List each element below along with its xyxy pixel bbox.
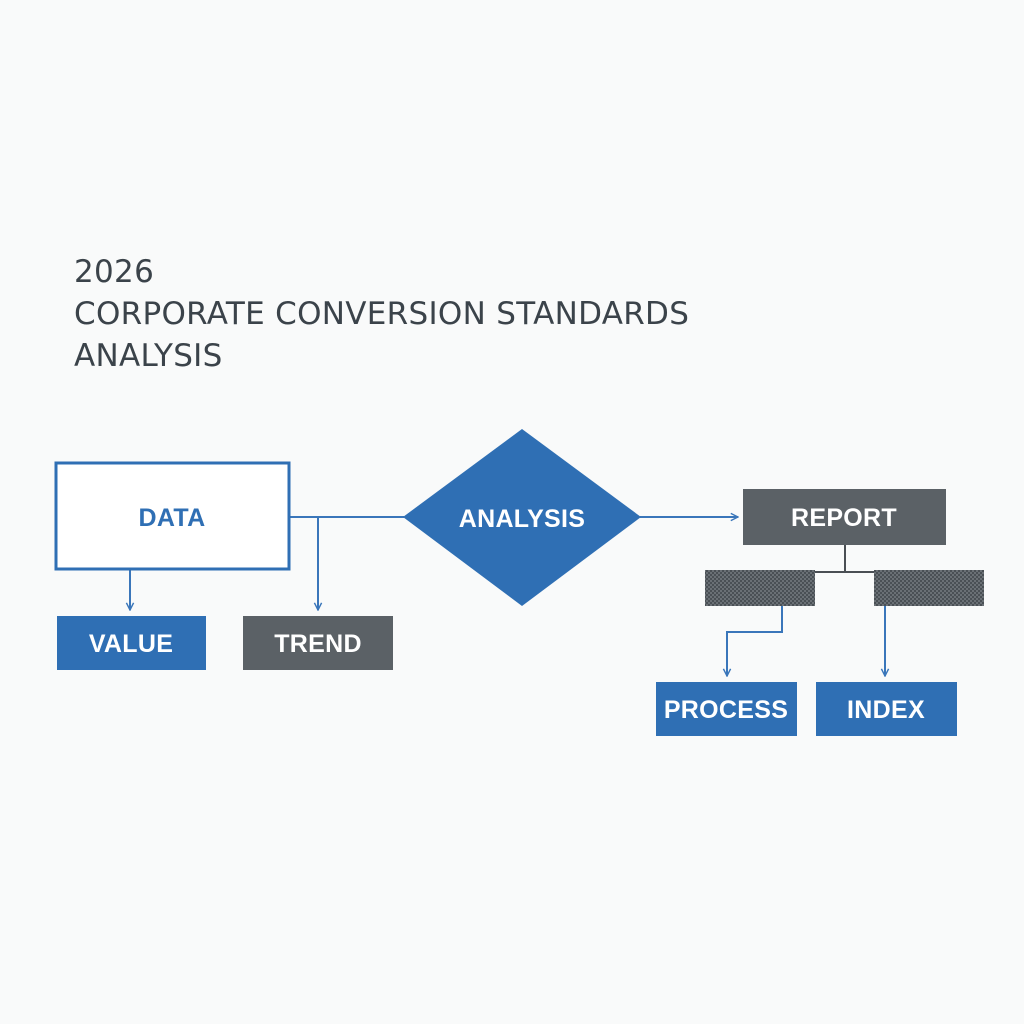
trend-node-box xyxy=(243,616,393,670)
process-node-box xyxy=(656,682,797,736)
data-node: DATA xyxy=(54,461,291,571)
diagram-title: 2026 CORPORATE CONVERSION STANDARDS ANAL… xyxy=(74,251,774,377)
report-connectors xyxy=(814,544,876,573)
left-sub-to-process-arrow xyxy=(727,606,783,676)
analysis-diamond xyxy=(403,429,641,606)
trend-node-label: TREND xyxy=(274,630,362,658)
title-year: 2026 xyxy=(74,254,155,290)
process-node-label: PROCESS xyxy=(664,696,788,724)
report-node-box xyxy=(743,489,946,545)
title-line-2: ANALYSIS xyxy=(74,338,223,374)
title-line-1: CORPORATE CONVERSION STANDARDS xyxy=(74,296,690,332)
value-node-box xyxy=(57,616,206,670)
data-node-label: DATA xyxy=(139,504,206,532)
index-node: INDEX xyxy=(816,682,957,736)
report-node-label: REPORT xyxy=(791,504,897,532)
value-node: VALUE xyxy=(57,616,206,670)
data-node-box xyxy=(54,461,291,571)
value-node-label: VALUE xyxy=(89,630,173,658)
trend-node: TREND xyxy=(243,616,393,670)
connector-lines xyxy=(130,517,885,676)
index-node-box xyxy=(816,682,957,736)
analysis-node-label: ANALYSIS xyxy=(459,505,586,533)
analysis-node: ANALYSIS xyxy=(403,429,641,606)
report-node: REPORT xyxy=(743,489,946,545)
index-node-label: INDEX xyxy=(847,696,925,724)
report-sub-block-right xyxy=(874,570,984,606)
process-node: PROCESS xyxy=(656,682,797,736)
report-sub-block-left xyxy=(705,570,815,606)
